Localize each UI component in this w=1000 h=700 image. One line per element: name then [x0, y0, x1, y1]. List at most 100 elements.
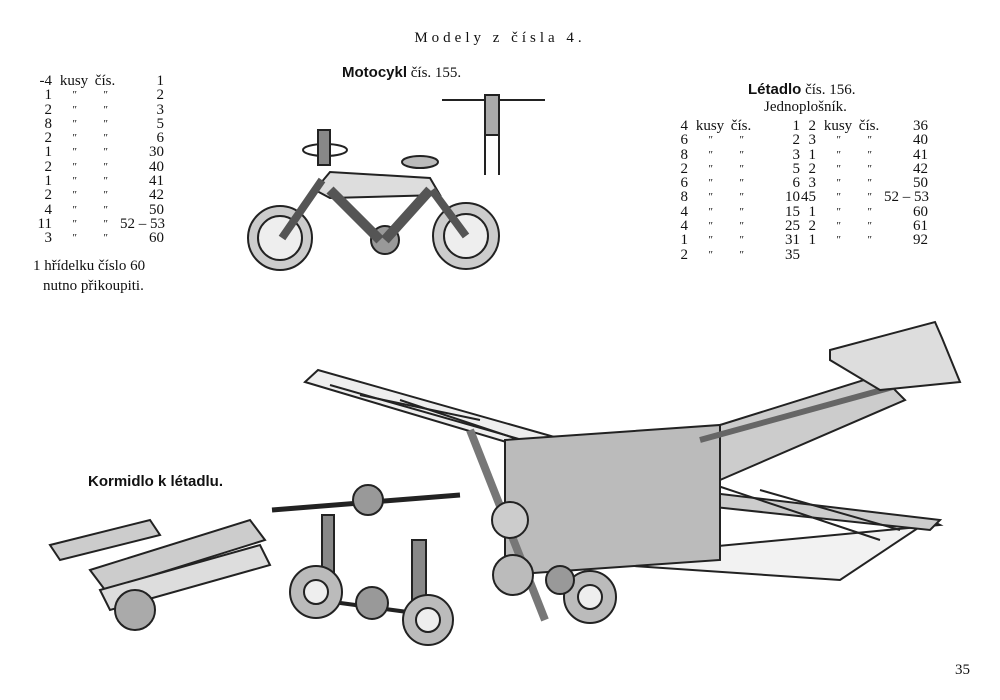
- rudder-illustration: [48, 484, 461, 646]
- part-number: 25: [785, 218, 800, 235]
- part-number: 10: [785, 189, 800, 206]
- part-number: 15: [785, 203, 800, 220]
- letadlo-part-row: 1″″92: [794, 232, 929, 249]
- part-unit: kusy: [695, 118, 725, 134]
- letadlo-part-row: 1″″41: [794, 146, 929, 163]
- motocykl-part-row: 1 ″ ″ 41: [30, 173, 165, 190]
- part-count: 45: [801, 189, 816, 206]
- part-count: 2: [44, 158, 53, 175]
- motocykl-part-row: 3″″60: [30, 230, 165, 247]
- part-unit: ″: [835, 205, 841, 218]
- part-count: 6: [680, 175, 689, 192]
- letadlo-subtitle: Jednoplošník.: [764, 99, 847, 115]
- part-unit: ″: [71, 189, 77, 202]
- letadlo-part-row: 8″″10: [666, 189, 801, 206]
- letadlo-part-row: 4 ″ ″ 15: [666, 203, 801, 220]
- letadlo-part-row: 3″″40: [794, 132, 929, 149]
- part-unit: ″: [707, 177, 713, 190]
- letadlo-part-row: 6″″2: [666, 132, 801, 149]
- part-label: čís.: [858, 118, 880, 134]
- part-label: ″: [738, 162, 744, 175]
- letadlo-part-row: 3″″50: [794, 175, 929, 192]
- part-count: 8: [680, 189, 689, 206]
- part-label: ″: [102, 89, 108, 102]
- part-number: 30: [149, 144, 164, 161]
- part-count: 4: [680, 203, 689, 220]
- part-label: ″: [102, 103, 108, 116]
- motocykl-part-row: 1″″30: [30, 144, 165, 161]
- part-unit: ″: [71, 160, 77, 173]
- part-unit: ″: [71, 117, 77, 130]
- part-unit: ″: [707, 205, 713, 218]
- motocykl-heading: Motocykl čís. 155.: [342, 64, 461, 82]
- part-unit: kusy: [823, 118, 853, 134]
- part-number: 35: [785, 246, 800, 263]
- part-unit: ″: [71, 175, 77, 188]
- letadlo-part-row: 6″″6: [666, 175, 801, 192]
- part-number: 1: [792, 118, 801, 134]
- motocykl-part-row: 2″″6: [30, 130, 165, 147]
- part-count: 6: [680, 132, 689, 149]
- part-number: 40: [913, 132, 928, 149]
- part-label: ″: [102, 189, 108, 202]
- motocykl-part-row: 2″″3: [30, 101, 165, 118]
- part-number: 5: [156, 115, 165, 132]
- part-number: 41: [149, 173, 164, 190]
- part-unit: ″: [707, 134, 713, 147]
- part-unit: ″: [707, 248, 713, 261]
- part-label: ″: [102, 160, 108, 173]
- part-count: 2: [808, 218, 817, 235]
- part-unit: ″: [707, 162, 713, 175]
- part-count: 1: [44, 87, 53, 104]
- part-count: 1: [680, 232, 689, 249]
- part-label: ″: [866, 134, 872, 147]
- part-number: 3: [792, 146, 801, 163]
- letadlo-part-row: 4 ″ ″ 25: [666, 218, 801, 235]
- part-number: 92: [913, 232, 928, 249]
- note-line-2: nutno přikoupiti.: [43, 278, 144, 294]
- part-unit: ″: [71, 203, 77, 216]
- part-number: 52 – 53: [884, 189, 929, 206]
- part-unit: ″: [835, 162, 841, 175]
- part-label: ″: [738, 148, 744, 161]
- part-count: 1: [808, 146, 817, 163]
- part-unit: ″: [71, 146, 77, 159]
- kormidlo-heading: Kormidlo k létadlu.: [88, 473, 223, 491]
- part-number: 36: [913, 118, 928, 134]
- motocykl-name: Motocykl: [342, 64, 408, 81]
- part-unit: ″: [71, 89, 77, 102]
- part-count: 11: [37, 215, 52, 232]
- letadlo-heading: Létadlo čís. 156.: [748, 81, 856, 99]
- part-number: 50: [913, 175, 928, 192]
- part-number: 60: [149, 230, 164, 247]
- part-count: 4: [680, 118, 689, 134]
- part-number: 3: [156, 101, 165, 118]
- part-count: 4: [680, 218, 689, 235]
- letadlo-number: čís. 156.: [805, 82, 856, 98]
- part-label: ″: [866, 220, 872, 233]
- motorcycle-illustration: [247, 94, 545, 271]
- part-unit: ″: [835, 234, 841, 247]
- part-label: ″: [738, 205, 744, 218]
- part-count: 1: [808, 232, 817, 249]
- kormidlo-title: Kormidlo k létadlu.: [88, 473, 224, 490]
- part-label: ″: [102, 132, 108, 145]
- part-number: 6: [156, 130, 165, 147]
- part-count: 1: [44, 173, 53, 190]
- part-number: 2: [156, 87, 165, 104]
- motocykl-part-row: 11″″52 – 53: [30, 215, 165, 232]
- letadlo-part-row: 1″″60: [794, 204, 929, 219]
- part-label: ″: [738, 220, 744, 233]
- motocykl-part-row: 1 ″ ″ 2: [30, 87, 165, 104]
- part-unit: ″: [707, 220, 713, 233]
- part-label: ″: [102, 175, 108, 188]
- part-unit: ″: [835, 148, 841, 161]
- letadlo-part-row: 45″″52 – 53: [794, 189, 929, 206]
- part-count: -4: [39, 73, 53, 89]
- part-unit: ″: [707, 148, 713, 161]
- part-count: 4: [44, 201, 53, 218]
- part-number: 1: [156, 73, 165, 89]
